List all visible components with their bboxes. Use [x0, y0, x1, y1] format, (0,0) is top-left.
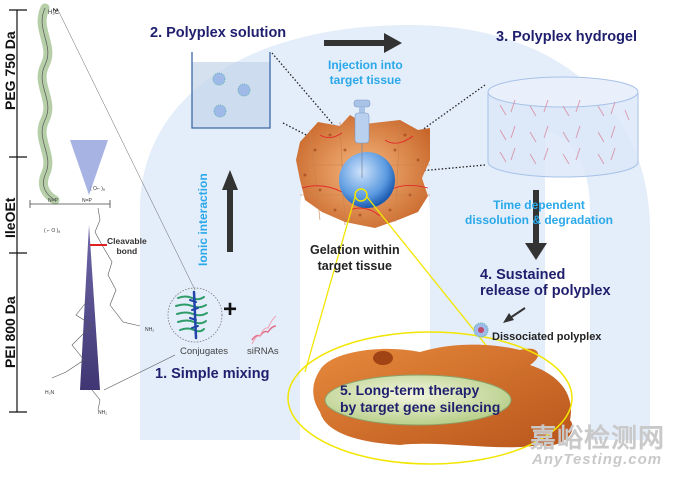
beaker-icon	[191, 52, 271, 129]
peg-chain	[37, 3, 60, 205]
svg-text:N=P: N=P	[82, 198, 93, 204]
plus-sign: +	[223, 296, 238, 323]
injection-note: Injection into target tissue	[328, 58, 403, 87]
ileoet-label: IleOEt	[2, 197, 18, 238]
down-arrow-icon	[525, 190, 547, 260]
svg-text:N=P: N=P	[48, 198, 59, 204]
ionic-interaction-note: Ionic interaction	[196, 173, 210, 266]
therapy-oval	[324, 374, 512, 426]
conjugates-label: Conjugates	[180, 346, 229, 357]
conjugates-circle	[167, 287, 223, 343]
zoom-highlight-ellipse	[287, 331, 573, 465]
cleavable-bond-label: Cleavable bond	[107, 236, 147, 256]
tissue-cluster	[296, 99, 430, 228]
svg-text:NH₂: NH₂	[98, 410, 107, 416]
pei-label: PEI 800 Da	[2, 296, 18, 368]
right-arrow-icon	[324, 33, 402, 53]
step2-title: 2. Polyplex solution	[150, 25, 287, 41]
ileoet-wedge	[70, 140, 108, 195]
scale-bar	[9, 9, 27, 413]
cell-nucleus	[373, 351, 393, 365]
ionic-arrow-icon	[222, 170, 238, 252]
step5-title: 5. Long-term therapy by target gene sile…	[340, 382, 501, 415]
gelation-label: Gelation within target tissue	[310, 243, 400, 273]
svg-text:2: 2	[51, 8, 58, 12]
watermark-en: AnyTesting.com	[532, 451, 663, 468]
svg-text:H₂N: H₂N	[45, 390, 55, 396]
zoom-highlight-ring	[354, 188, 368, 202]
svg-text:( O⌐ )ₐ: ( O⌐ )ₐ	[90, 186, 105, 192]
pei-wedge	[80, 225, 100, 390]
conjugates-icon	[175, 290, 208, 340]
step3-title: 3. Polyplex hydrogel	[496, 29, 638, 45]
hydrogel-depot	[339, 152, 395, 208]
sirna-icon	[251, 325, 277, 341]
time-dependent-note: Time dependent dissolution & degradation	[465, 198, 614, 227]
svg-text:NH₂: NH₂	[145, 327, 154, 333]
step4-title: 4. Sustained release of polyplex	[480, 267, 611, 299]
svg-text:H₃C: H₃C	[48, 10, 60, 16]
watermark-cn: 嘉峪检测网	[530, 423, 666, 453]
svg-text:( ⌐ O )ₐ: ( ⌐ O )ₐ	[44, 228, 60, 234]
sirnas-label: siRNAs	[247, 346, 279, 357]
peg-label: PEG 750 Da	[2, 31, 18, 110]
step1-title: 1. Simple mixing	[155, 366, 270, 382]
dissociated-polyplex-label: Dissociated polyplex	[492, 331, 602, 343]
hydrogel-cylinder-icon	[487, 76, 639, 178]
small-arrow-icon	[503, 307, 526, 323]
syringe-icon	[353, 99, 371, 178]
